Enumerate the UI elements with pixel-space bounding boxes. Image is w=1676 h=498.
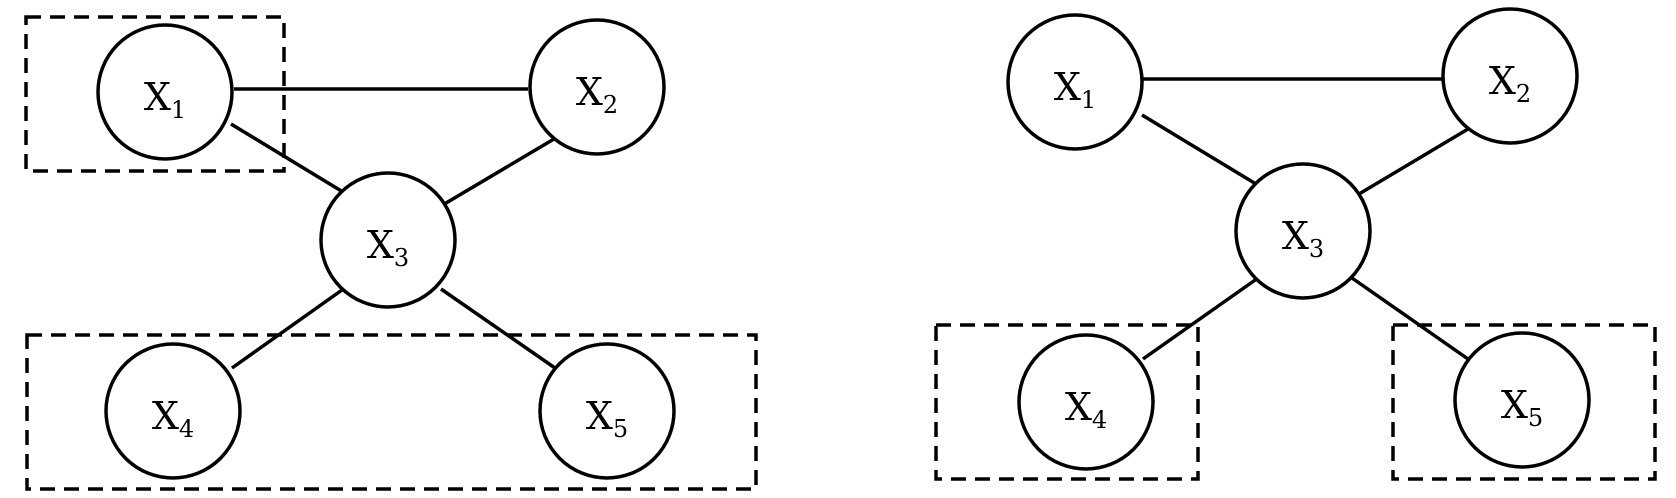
edge-x1-x3 xyxy=(1141,113,1257,186)
node-x1: X1 xyxy=(1006,13,1144,151)
node-circle xyxy=(528,18,666,156)
node-circle xyxy=(1453,331,1591,469)
edge-x3-x5 xyxy=(1350,276,1470,361)
node-label: X4 xyxy=(152,394,194,443)
node-x4: X4 xyxy=(1017,333,1155,471)
node-label: X3 xyxy=(1282,214,1324,263)
node-x3: X3 xyxy=(319,171,457,309)
node-label: X2 xyxy=(1489,59,1531,108)
node-circle xyxy=(1006,13,1144,151)
node-circle xyxy=(104,342,242,480)
diagram-right: X1 X2 X3 X4 X5 xyxy=(934,7,1657,481)
node-x2: X2 xyxy=(1441,7,1579,145)
node-x3: X3 xyxy=(1234,162,1372,300)
node-x1: X1 xyxy=(96,23,234,161)
node-circle xyxy=(319,171,457,309)
node-circle xyxy=(96,23,234,161)
node-circle xyxy=(1441,7,1579,145)
group-box-x1 xyxy=(24,15,286,173)
node-label: X5 xyxy=(1501,383,1543,432)
group-box-x4-x5 xyxy=(25,333,758,491)
node-label: X5 xyxy=(586,394,628,443)
node-x5: X5 xyxy=(1453,331,1591,469)
node-x2: X2 xyxy=(528,18,666,156)
node-label: X1 xyxy=(144,75,186,124)
node-label: X4 xyxy=(1065,385,1107,434)
edge-x1-x3 xyxy=(230,122,344,194)
node-circle xyxy=(1234,162,1372,300)
edge-x3-x5 xyxy=(440,287,556,370)
group-box-x5 xyxy=(1391,323,1657,481)
node-label: X2 xyxy=(576,70,618,119)
edge-x3-x4 xyxy=(230,288,344,370)
node-x5: X5 xyxy=(538,342,676,480)
edge-x3-x4 xyxy=(1141,276,1260,361)
group-box-x4 xyxy=(934,323,1200,481)
node-circle xyxy=(538,342,676,480)
node-label: X3 xyxy=(367,223,409,272)
node-circle xyxy=(1017,333,1155,471)
edge-x2-x3 xyxy=(1353,127,1469,199)
node-label: X1 xyxy=(1054,65,1096,114)
diagram-left: X1 X2 X3 X4 X5 xyxy=(24,15,758,491)
node-x4: X4 xyxy=(104,342,242,480)
edge-x2-x3 xyxy=(440,137,555,208)
